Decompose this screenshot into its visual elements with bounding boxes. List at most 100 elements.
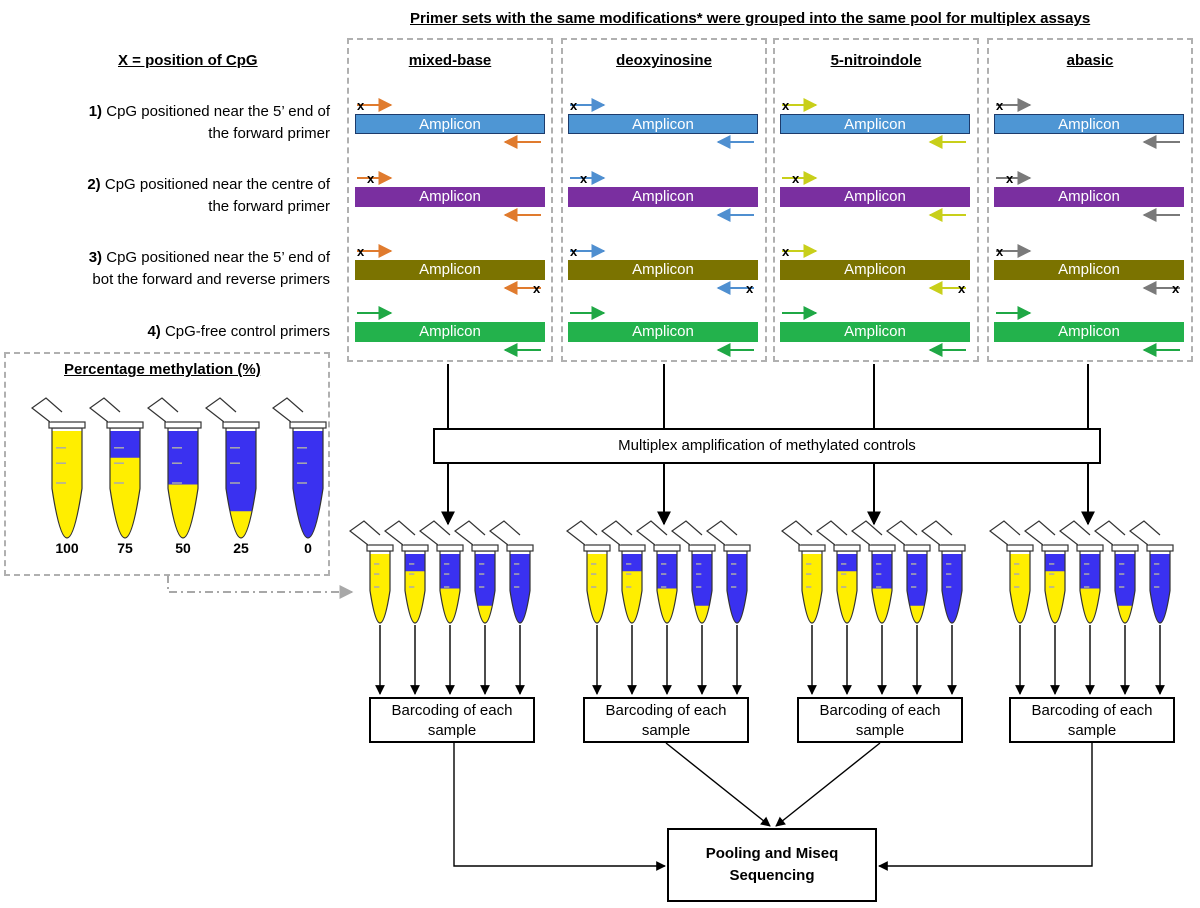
barcoding-to-pooling-arrow (453, 743, 666, 871)
methylation-tube (204, 397, 260, 539)
barcoding-to-pooling-arrow (775, 742, 881, 827)
amplicon-bar: Amplicon (568, 322, 758, 342)
sample-tube (418, 520, 464, 624)
cpg-marker: x (958, 281, 966, 296)
tube-outline (439, 550, 461, 624)
cpg-marker: x (1172, 281, 1180, 296)
tube-yellow-fill (802, 554, 822, 623)
tube-lid (488, 520, 521, 546)
sample-tube (670, 520, 716, 624)
row-number: 4) (147, 323, 161, 340)
cpg-marker: x (533, 281, 541, 296)
row-number: 1) (88, 103, 103, 120)
tube-lid (1093, 520, 1126, 546)
tube-outline (1079, 550, 1101, 624)
tube-outline (906, 550, 928, 624)
tube-blue-fill (1080, 554, 1100, 589)
sample-tube (1093, 520, 1139, 624)
tube-rim (583, 544, 611, 552)
barcoding-text: Barcoding of each (819, 702, 941, 719)
tube-blue-fill (622, 554, 642, 572)
tube-blue-fill (907, 554, 927, 606)
tube-rim (48, 421, 86, 429)
tube-outline (292, 427, 324, 539)
row-text: CpG positioned near the centre of (104, 176, 330, 193)
row-text: bot the forward and reverse primers (92, 271, 330, 288)
tube-lid (815, 520, 848, 546)
tube-rim (938, 544, 966, 552)
tube-rim (1076, 544, 1104, 552)
tube-rim (868, 544, 896, 552)
tube-outline (225, 427, 257, 539)
sample-tube (705, 520, 751, 624)
multiplex-box: Multiplex amplification of methylated co… (433, 428, 1101, 464)
tube-outline (167, 427, 199, 539)
panel-abasic (987, 38, 1193, 362)
header-mixed-base: mixed-base (408, 52, 492, 69)
cpg-marker: x (1006, 171, 1014, 186)
methylation-connector (167, 575, 354, 599)
sample-tube (1023, 520, 1069, 624)
amplicon-bar: Amplicon (355, 260, 545, 280)
amplicon-bar: Amplicon (355, 114, 545, 134)
tube-outline (1114, 550, 1136, 624)
tube-outline (1009, 550, 1031, 624)
tube-rim (106, 421, 144, 429)
tube-outline (474, 550, 496, 624)
tube-rim (618, 544, 646, 552)
sample-tube (885, 520, 931, 624)
tube-rim (1111, 544, 1139, 552)
tube-outline (369, 550, 391, 624)
tube-outline (404, 550, 426, 624)
panel-mixed-base (347, 38, 553, 362)
tube-lid (348, 520, 381, 546)
row-label-2: 2) CpG positioned near the centre of the… (0, 174, 330, 218)
tube-outline (871, 550, 893, 624)
amplicon-bar: Amplicon (994, 260, 1184, 280)
sample-tube (565, 520, 611, 624)
sample-tube (1128, 520, 1174, 624)
level-label: 75 (117, 540, 133, 556)
tube-rim (289, 421, 327, 429)
cpg-marker: x (357, 98, 365, 113)
pooling-text: Pooling and Miseq (705, 845, 839, 862)
barcoding-text: Barcoding of each (391, 702, 513, 719)
barcoding-text: Barcoding of each (605, 702, 727, 719)
methylation-tube (271, 397, 327, 539)
tube-rim (1041, 544, 1069, 552)
row-number: 2) (87, 176, 101, 193)
tube-rim (798, 544, 826, 552)
tube-lid (1128, 520, 1161, 546)
tube-yellow-fill (587, 554, 607, 623)
amplicon-bar: Amplicon (568, 187, 758, 207)
tube-lid (418, 520, 451, 546)
sample-tube (488, 520, 534, 624)
tube-outline (509, 550, 531, 624)
row-text: the forward primer (208, 198, 330, 215)
cpg-marker: x (367, 171, 375, 186)
tube-rim (833, 544, 861, 552)
tube-lid (383, 520, 416, 546)
cpg-marker: x (746, 281, 754, 296)
tube-blue-fill (110, 431, 140, 458)
cpg-marker: x (357, 244, 365, 259)
tube-outline (691, 550, 713, 624)
tube-blue-fill (692, 554, 712, 606)
sample-tube (453, 520, 499, 624)
methylation-tube (146, 397, 202, 539)
sample-tube (1058, 520, 1104, 624)
tube-blue-fill (942, 554, 962, 623)
sample-tube (600, 520, 646, 624)
tube-blue-fill (475, 554, 495, 606)
amplicon-bar: Amplicon (994, 187, 1184, 207)
amplicon-bar: Amplicon (994, 114, 1184, 134)
amplicon-bar: Amplicon (568, 114, 758, 134)
tube-blue-fill (1045, 554, 1065, 572)
tube-blue-fill (510, 554, 530, 623)
figure-title: Primer sets with the same modifications*… (410, 10, 1091, 27)
tube-outline (836, 550, 858, 624)
tube-lid (1023, 520, 1056, 546)
